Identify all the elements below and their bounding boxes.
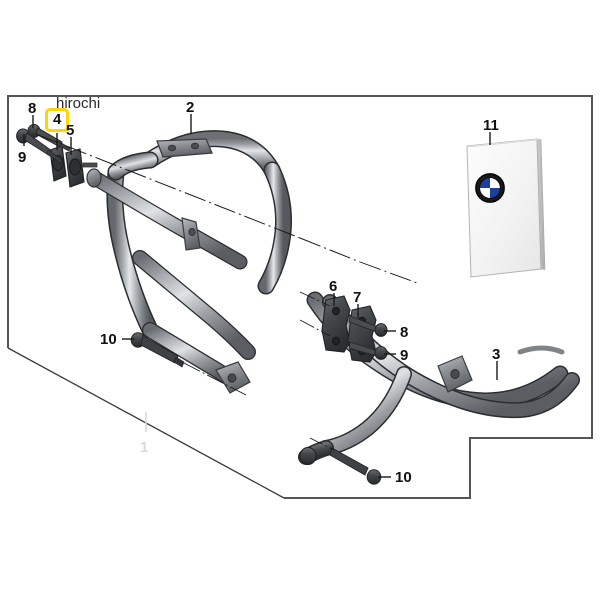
watermark-text: hirochi — [56, 95, 101, 112]
part-8-hex-bolt-right — [348, 315, 388, 337]
part-2-left-protection-bar — [86, 130, 292, 394]
assembly-centerline-right — [299, 291, 331, 337]
callout-c8b-label: 8 — [400, 324, 409, 341]
callout-c8a-label: 8 — [28, 100, 37, 117]
part-9-hex-bolt-right — [348, 341, 388, 360]
callout-c10a-label: 10 — [100, 331, 117, 348]
part-5-mounting-bracket — [65, 148, 98, 188]
callout-c3-label: 3 — [492, 346, 501, 363]
assembly-centerline-left — [35, 133, 421, 285]
callout-c7-label: 7 — [353, 289, 362, 306]
part-9-hex-bolt-left — [16, 128, 63, 164]
callout-c6-label: 6 — [329, 278, 338, 295]
part-4-spacer-bushing — [49, 145, 67, 182]
callout-c4-label[interactable]: 4 — [45, 108, 70, 132]
callout-c9a-label: 9 — [18, 149, 27, 166]
callout-leader-lines — [23, 114, 498, 478]
frame-top-left-right — [7, 95, 593, 499]
upper-mount-lug — [156, 138, 213, 158]
lower-mount-lug — [215, 361, 251, 394]
part-11-instruction-sheet — [466, 138, 546, 278]
mid-mount-lug — [181, 217, 201, 251]
part-10-socket-bolt-upper — [130, 332, 247, 396]
callout-c5-label: 5 — [66, 122, 75, 139]
callout-c10b-label: 10 — [395, 469, 412, 486]
part-6-bracket-plate — [321, 295, 351, 353]
left-mount-stub — [86, 168, 102, 188]
callout-c1-label: 1 — [140, 439, 149, 456]
right-mount-lug — [437, 355, 473, 393]
bmw-logo — [475, 173, 505, 203]
part-8-hex-bolt-left — [27, 124, 71, 152]
callout-c2-label: 2 — [186, 99, 195, 116]
callout-c11-label: 11 — [483, 117, 499, 134]
callout-c9b-label: 9 — [400, 347, 409, 364]
